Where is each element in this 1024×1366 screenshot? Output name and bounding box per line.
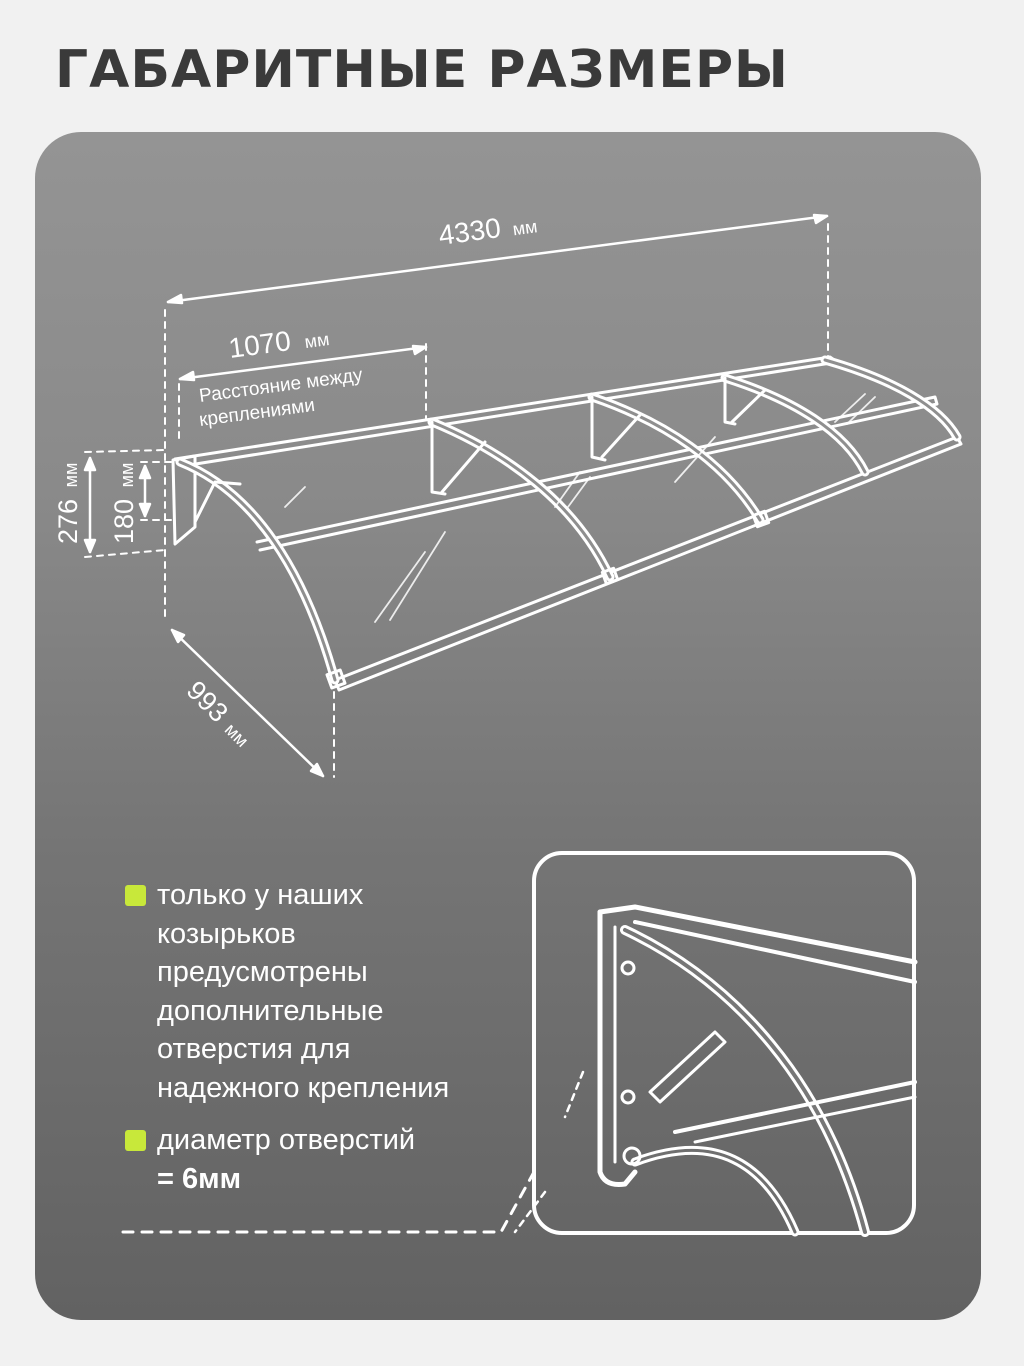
feature-line: отверстия для <box>157 1033 351 1065</box>
total-height-unit: мм <box>61 463 81 488</box>
svg-text:1070 мм: 1070 мм <box>227 320 331 364</box>
feature-line: только у наших <box>157 879 364 911</box>
feature-line: предусмотрены <box>157 956 368 988</box>
feature-line: дополнительные <box>157 994 384 1027</box>
canopy-drawing: 4330 мм 1070 мм Расстояние между креплен… <box>53 207 963 1237</box>
length-unit: мм <box>511 216 538 239</box>
depth-dimension <box>170 628 335 778</box>
feature-list: только у наших козырьков предусмотрены д… <box>125 876 545 1212</box>
mount-distance-unit: мм <box>303 329 330 352</box>
connector-dashed-line <box>121 1170 536 1234</box>
depth-unit: мм <box>221 719 253 751</box>
svg-text:4330 мм: 4330 мм <box>437 207 539 251</box>
bullet-marker <box>125 1130 146 1151</box>
bracket-height-value: 180 <box>109 499 139 544</box>
bracket-height-unit: мм <box>117 463 137 488</box>
svg-text:180 мм: 180 мм <box>109 463 139 544</box>
svg-text:276 мм: 276 мм <box>53 463 83 544</box>
feature-item: только у наших козырьков предусмотрены д… <box>125 876 545 1107</box>
detail-inset <box>513 851 918 1237</box>
length-value: 4330 <box>437 212 503 251</box>
feature-line: диаметр отверстий <box>157 1124 416 1156</box>
mount-distance-value: 1070 <box>227 325 293 364</box>
page-title: ГАБАРИТНЫЕ РАЗМЕРЫ <box>55 40 789 100</box>
bullet-marker <box>125 885 146 906</box>
feature-line: козырьков <box>157 917 296 950</box>
feature-item: диаметр отверстий = 6мм <box>125 1121 545 1198</box>
length-dimension <box>164 213 829 623</box>
drawing-panel: 4330 мм 1070 мм Расстояние между креплен… <box>35 132 981 1320</box>
glass-reflections <box>284 393 876 623</box>
canopy-frame <box>171 355 963 692</box>
height-dimensions <box>83 449 176 558</box>
hole-diameter: = 6мм <box>157 1162 242 1195</box>
mount-distance-dimension <box>178 343 428 443</box>
svg-text:993 мм: 993 мм <box>181 675 258 752</box>
feature-line: надежного крепления <box>157 1071 450 1104</box>
total-height-value: 276 <box>53 499 83 544</box>
